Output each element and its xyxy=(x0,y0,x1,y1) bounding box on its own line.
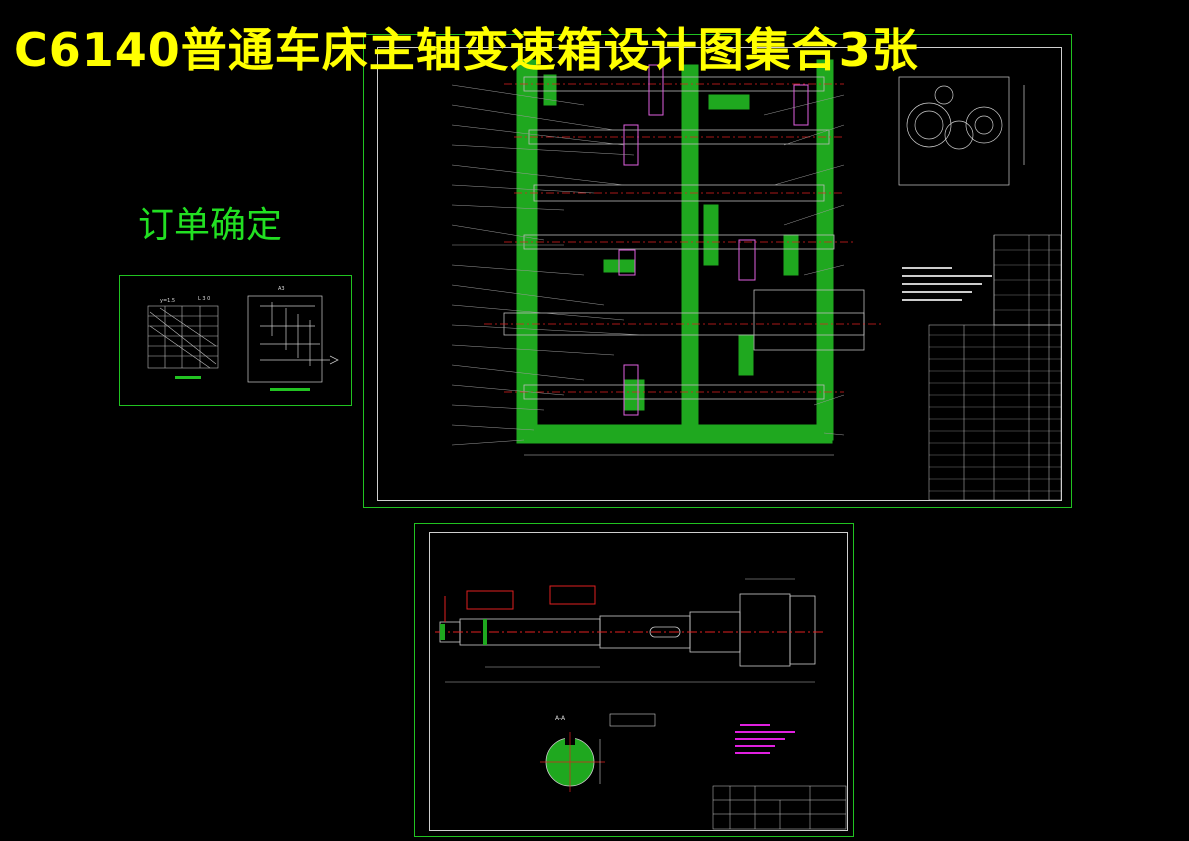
spindle-part-sheet[interactable]: A-A xyxy=(414,523,854,837)
assembly-drawing xyxy=(451,59,1062,501)
transmission-diagram-sheet[interactable]: y=1.5 L 3 0 A3 xyxy=(119,275,352,406)
svg-text:y=1.5: y=1.5 xyxy=(160,298,175,304)
page-title: C6140普通车床主轴变速箱设计图集合3张 xyxy=(14,23,919,77)
spindle-part-drawing: A-A xyxy=(435,578,847,830)
transmission-diagram: y=1.5 L 3 0 A3 xyxy=(147,286,339,391)
spindle-box-assembly-sheet[interactable] xyxy=(363,34,1072,508)
svg-text:A3: A3 xyxy=(278,286,285,292)
chart-label: L 3 0 xyxy=(198,296,210,302)
order-confirm-label: 订单确定 xyxy=(138,205,283,246)
svg-text:A-A: A-A xyxy=(555,715,566,722)
